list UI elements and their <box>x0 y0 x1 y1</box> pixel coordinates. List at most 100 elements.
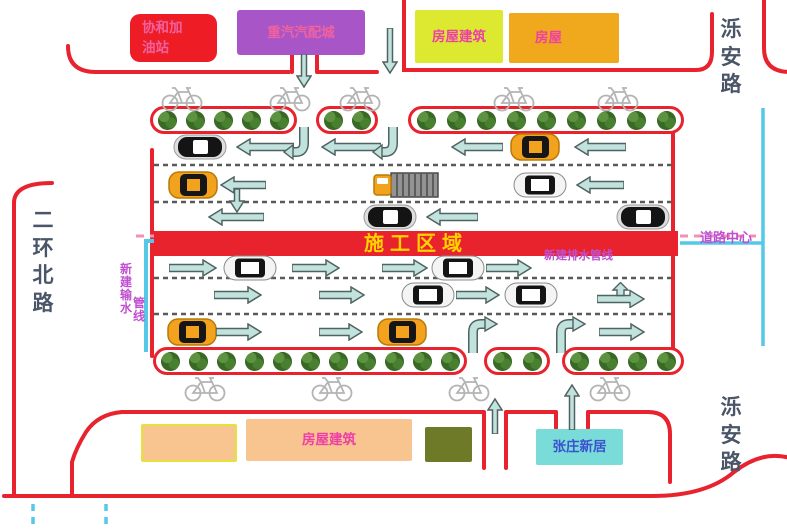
tree-icon <box>323 110 343 130</box>
bicycle-icon <box>588 374 632 402</box>
building-house-building-top: 房屋建筑 <box>415 10 503 63</box>
arrow-right-up-icon <box>596 281 646 309</box>
car-light-icon <box>223 255 277 281</box>
building-building-olive <box>425 427 472 462</box>
street-name-luoan-road-top: 泺安路 <box>720 17 742 97</box>
tree-row-capsule <box>562 347 684 375</box>
tree-icon <box>599 351 618 371</box>
curve-arrow-down-left-icon <box>282 126 311 162</box>
tree-icon <box>476 110 496 130</box>
tree-icon <box>384 351 404 371</box>
building-label: 房屋建筑 <box>302 432 356 448</box>
tree-icon <box>446 110 466 130</box>
truck-icon <box>372 170 440 200</box>
street-name-erhuan-north-road: 二环北路 <box>32 208 54 316</box>
arrow-left-icon <box>450 137 504 157</box>
arrow-left-icon <box>219 175 267 195</box>
car-dark-icon <box>363 204 417 230</box>
arrow-left-icon <box>573 137 627 157</box>
taxi-icon <box>377 317 427 347</box>
entry-arrow-up-icon <box>563 383 581 431</box>
tree-row-capsule <box>150 106 297 134</box>
curve-arrow-up-right-icon <box>466 315 500 354</box>
tree-icon <box>657 351 676 371</box>
tree-icon <box>626 110 646 130</box>
tree-icon <box>440 351 460 371</box>
entry-arrow-down-icon <box>381 27 399 75</box>
tree-icon <box>270 110 290 130</box>
entry-arrow-up-icon <box>486 397 504 435</box>
car-light-icon <box>401 282 455 308</box>
tree-row-capsule <box>484 347 550 375</box>
arrow-right-icon <box>598 322 646 342</box>
building-house: 房屋 <box>509 13 619 63</box>
pipeline-left-label-col2: 管线 <box>132 296 145 323</box>
tree-icon <box>300 351 320 371</box>
car-light-icon <box>513 172 567 198</box>
street-name-luoan-road-bottom: 泺安路 <box>720 395 742 475</box>
car-dark-icon <box>173 134 227 160</box>
arrow-left-icon <box>425 207 479 227</box>
tree-icon <box>160 351 180 371</box>
arrow-right-icon <box>168 258 218 278</box>
tree-icon <box>328 351 348 371</box>
arrow-right-icon <box>485 258 533 278</box>
curve-arrow-up-right-icon <box>554 315 588 354</box>
tree-row-capsule <box>153 347 467 375</box>
tree-icon <box>536 110 556 130</box>
arrow-right-icon <box>455 285 501 305</box>
tree-icon <box>244 351 264 371</box>
tree-icon <box>656 110 676 130</box>
arrow-right-icon <box>318 322 364 342</box>
arrow-right-icon <box>291 258 341 278</box>
tree-icon <box>416 110 436 130</box>
building-zhangzhuang-residence: 张庄新居 <box>536 429 623 465</box>
tree-icon <box>188 351 208 371</box>
tree-icon <box>570 351 589 371</box>
tree-icon <box>356 351 376 371</box>
building-label: 重汽汽配城 <box>267 24 335 40</box>
pipeline-left-label-col1: 新建输水 <box>119 262 132 315</box>
tree-icon <box>412 351 432 371</box>
building-label: 张庄新居 <box>552 439 607 455</box>
bicycle-icon <box>310 374 354 402</box>
tree-icon <box>566 110 586 130</box>
tree-icon <box>596 110 616 130</box>
tree-row-capsule <box>408 106 684 134</box>
construction-zone-band: 施工区域 <box>154 231 678 256</box>
tree-icon <box>351 110 371 130</box>
entry-arrow-down-icon <box>295 53 313 89</box>
building-building-peach-small <box>141 424 237 462</box>
arrow-down-icon <box>228 188 246 214</box>
arrow-left-icon <box>320 137 382 157</box>
bicycle-icon <box>160 84 204 112</box>
pipeline-mid-label: 新建排水管线 <box>544 250 613 262</box>
tree-icon <box>492 351 512 371</box>
car-dark-icon <box>616 204 670 230</box>
bicycle-icon <box>338 84 382 112</box>
building-label: 协和加油站 <box>142 20 183 55</box>
tree-icon <box>506 110 526 130</box>
tree-icon <box>185 110 205 130</box>
tree-icon <box>213 110 233 130</box>
bicycle-icon <box>268 84 312 112</box>
road-edge-lines <box>2 0 787 498</box>
tree-icon <box>628 351 647 371</box>
taxi-icon <box>168 170 218 200</box>
bicycle-icon <box>596 84 640 112</box>
tree-icon <box>157 110 177 130</box>
building-house-building-bottom: 房屋建筑 <box>246 419 412 461</box>
bicycle-icon <box>492 84 536 112</box>
arrow-right-icon <box>215 322 263 342</box>
tree-icon <box>242 110 262 130</box>
bicycle-icon <box>447 374 491 402</box>
car-light-icon <box>504 282 558 308</box>
building-label: 房屋建筑 <box>432 28 486 44</box>
arrow-left-icon <box>575 175 625 195</box>
tree-icon <box>522 351 542 371</box>
curve-arrow-down-left-icon <box>371 126 400 162</box>
tree-icon <box>272 351 292 371</box>
arrow-right-icon <box>381 258 429 278</box>
